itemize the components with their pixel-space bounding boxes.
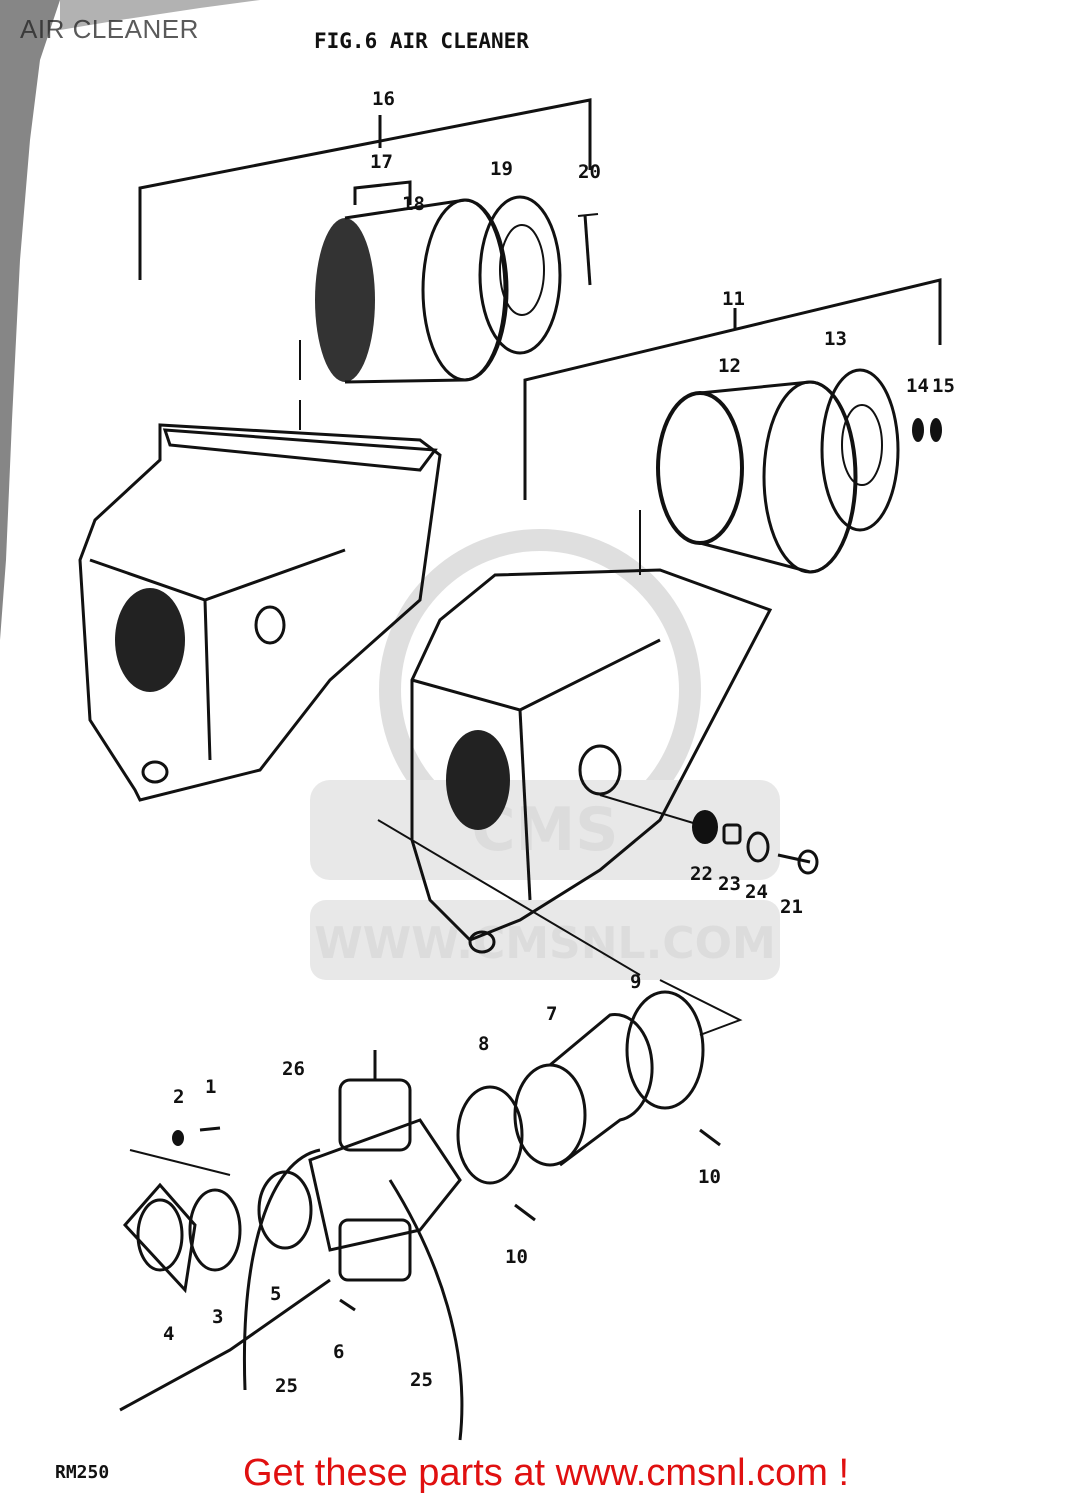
part-label-10a: 10 <box>698 1166 721 1188</box>
manifold-parts <box>122 1170 313 1294</box>
clamp-8 <box>456 1085 524 1185</box>
part-label-4: 4 <box>163 1323 174 1345</box>
part-label-7: 7 <box>546 1003 557 1025</box>
part-label-19: 19 <box>490 158 513 180</box>
promo-link-text[interactable]: Get these parts at www.cmsnl.com ! <box>242 1452 850 1494</box>
upper-filter-element <box>315 198 509 384</box>
part-label-8: 8 <box>478 1033 489 1055</box>
hoses <box>119 1148 464 1441</box>
right-airbox <box>377 568 773 976</box>
part-label-21: 21 <box>780 896 803 918</box>
lower-holder-13 <box>820 368 900 532</box>
upper-holder-19 <box>478 195 562 355</box>
clamp-9 <box>625 990 705 1110</box>
small-bolts <box>172 1126 721 1312</box>
part-label-25a: 25 <box>275 1375 298 1397</box>
figure-title: FIG.6 AIR CLEANER <box>314 29 529 53</box>
bolt-set <box>692 810 819 875</box>
washer-nut-14-15 <box>912 418 942 442</box>
part-label-10b: 10 <box>505 1246 528 1268</box>
part-label-5: 5 <box>270 1283 281 1305</box>
part-label-16: 16 <box>372 88 395 110</box>
watermark-text: WWW.CMSNL.COM <box>314 918 776 969</box>
part-label-6: 6 <box>333 1341 344 1363</box>
intake-pipe-7 <box>513 1013 654 1167</box>
part-label-13: 13 <box>824 328 847 350</box>
part-label-2: 2 <box>173 1086 184 1108</box>
part-label-18: 18 <box>402 193 425 215</box>
cmsnl-watermark: CMS WWW.CMSNL.COM <box>310 529 780 980</box>
part-label-17: 17 <box>370 151 393 173</box>
leader-lines <box>129 340 743 1176</box>
part-labels: 1 2 3 4 5 6 7 8 9 10 10 11 12 13 14 15 1… <box>163 88 955 1397</box>
carburetor <box>308 1050 462 1282</box>
part-label-26: 26 <box>282 1058 305 1080</box>
part-label-3: 3 <box>212 1306 223 1328</box>
left-airbox <box>78 423 442 802</box>
part-label-24: 24 <box>745 881 768 903</box>
part-label-14: 14 <box>906 375 929 397</box>
lower-filter-element <box>656 380 858 574</box>
part-label-9: 9 <box>630 971 641 993</box>
part-label-1: 1 <box>205 1076 216 1098</box>
part-label-12: 12 <box>718 355 741 377</box>
clip-20 <box>577 213 599 286</box>
part-label-11: 11 <box>722 288 745 310</box>
part-label-23: 23 <box>718 873 741 895</box>
bracket-16 <box>138 98 592 280</box>
part-label-25b: 25 <box>410 1369 433 1391</box>
part-label-20: 20 <box>578 161 601 183</box>
model-code: RM250 <box>55 1462 110 1483</box>
part-label-22: 22 <box>690 863 713 885</box>
bracket-17 <box>353 180 412 205</box>
part-label-15: 15 <box>932 375 955 397</box>
scan-noise <box>0 0 260 640</box>
bracket-11 <box>523 278 942 500</box>
